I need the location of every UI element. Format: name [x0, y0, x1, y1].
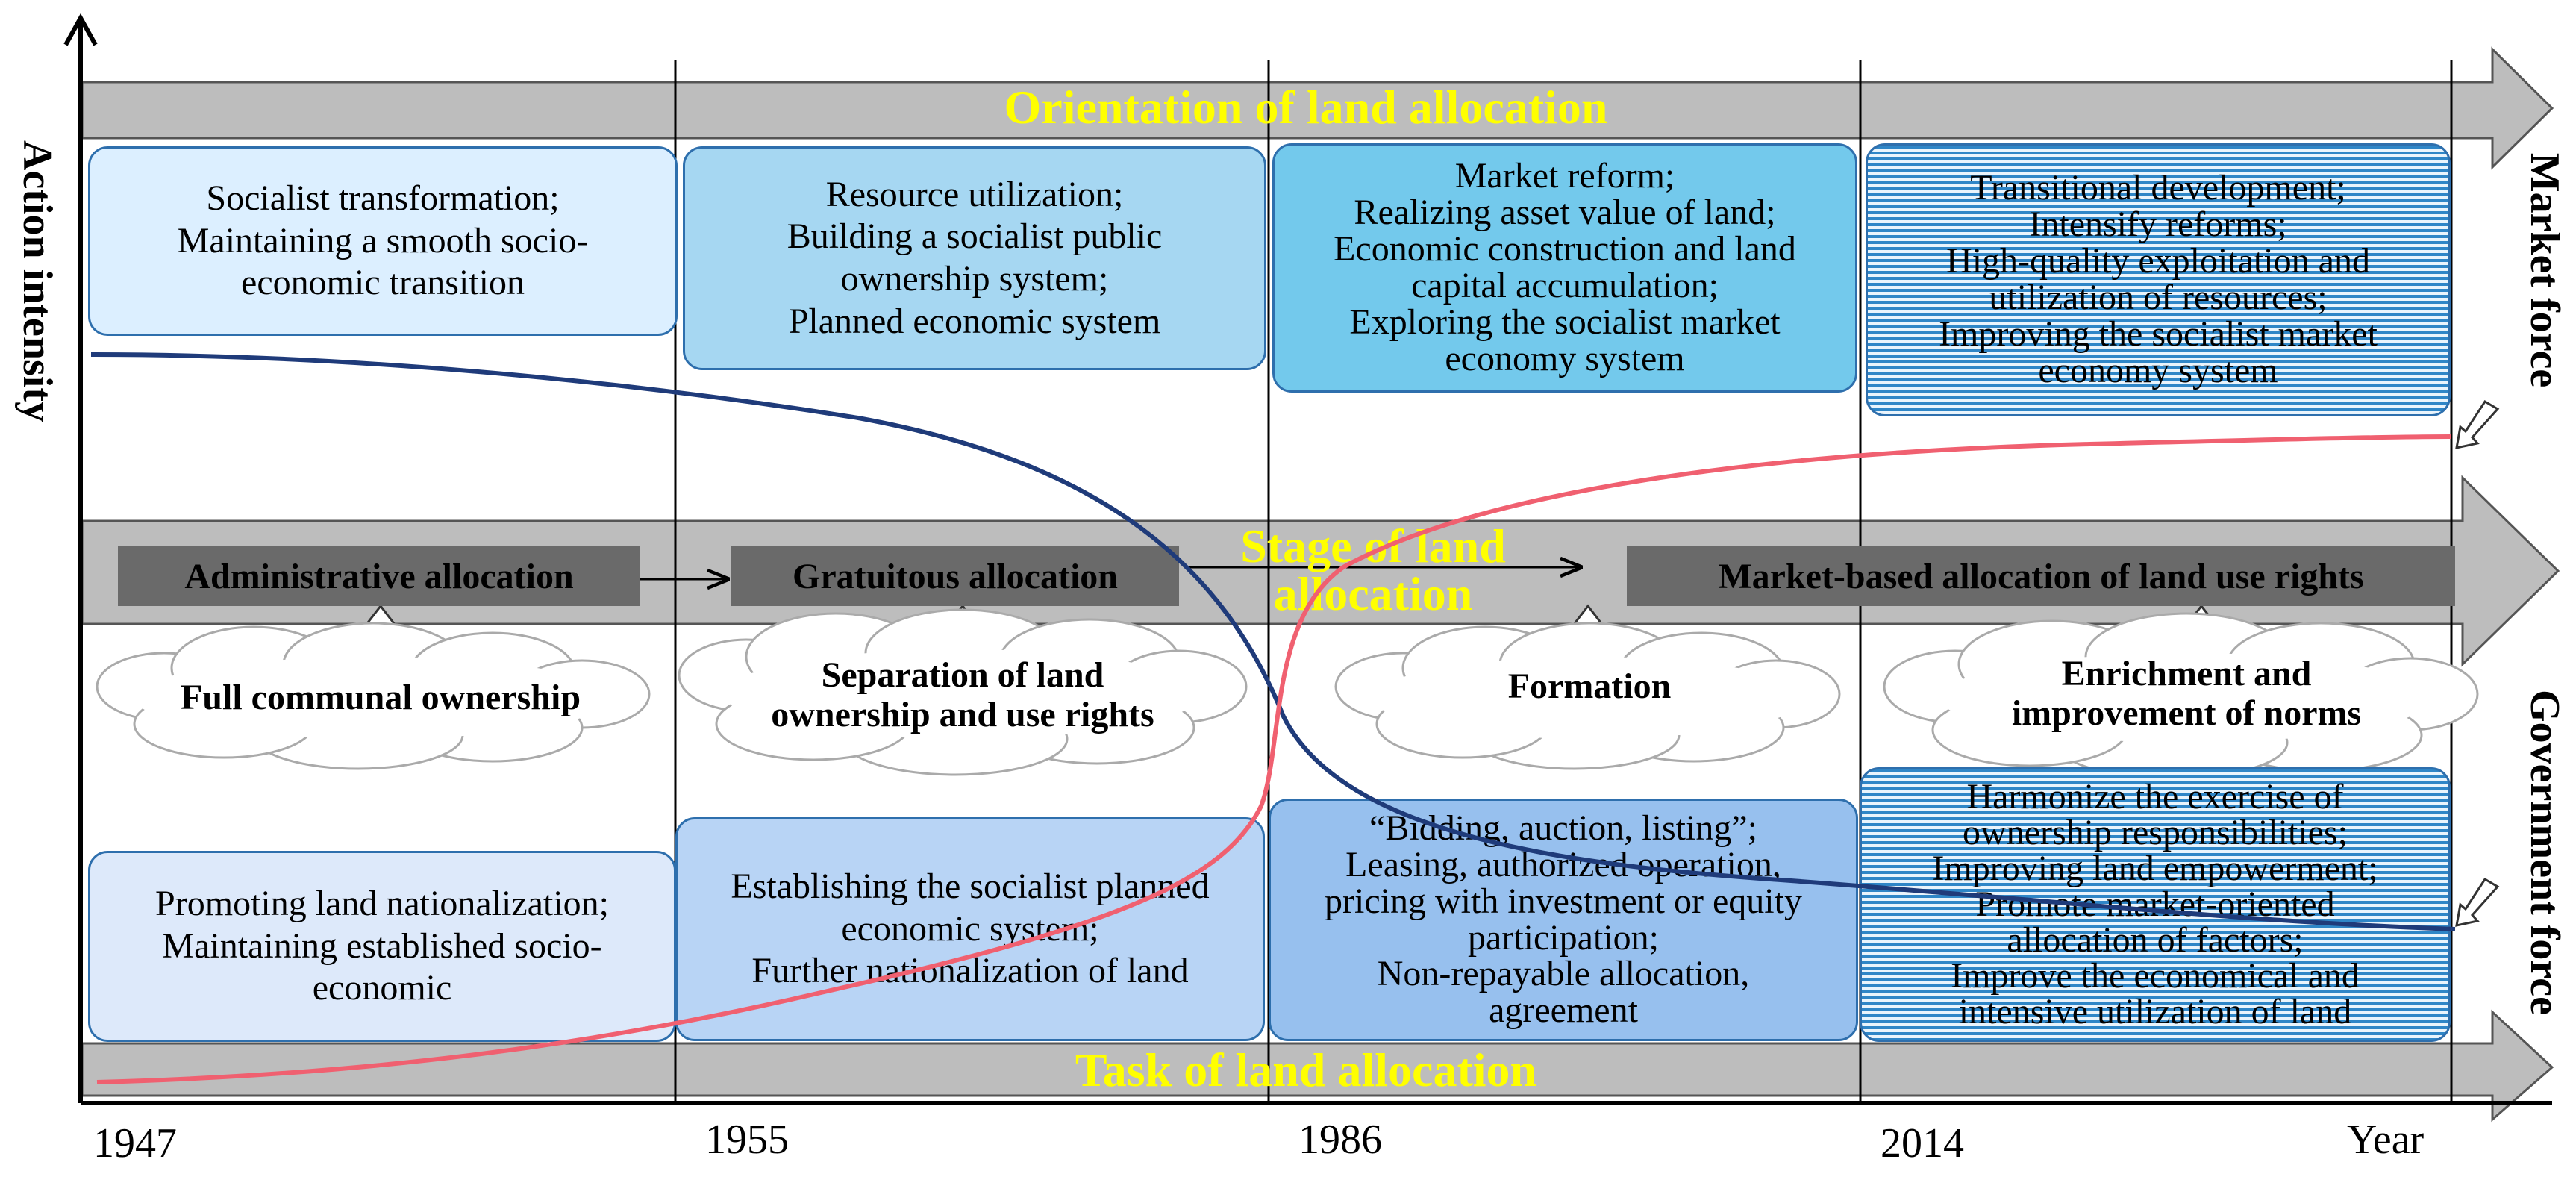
orientation-band-arrow: [81, 46, 2554, 170]
year-1947: 1947: [93, 1120, 177, 1167]
x-axis-label: Year: [2347, 1117, 2425, 1163]
text-line: Improve the economical and: [1951, 956, 2360, 996]
stage-band-label: Stage of land allocation: [1164, 522, 1582, 618]
text-line: Market reform;: [1454, 156, 1675, 196]
text-line: ownership responsibilities;: [1963, 813, 2348, 852]
text-line: Planned economic system: [788, 301, 1161, 341]
orientation-box-2014: Transitional development;Intensify refor…: [1866, 143, 2451, 416]
year-2014: 2014: [1881, 1120, 1964, 1167]
stage-market-based-allocation: Market-based allocation of land use righ…: [1627, 546, 2455, 606]
cloud-label-3: Formation: [1388, 649, 1791, 724]
market-force-label: Market force: [2522, 152, 2568, 388]
text-line: Improving the socialist market: [1939, 313, 2378, 354]
government-force-label: Government force: [2522, 690, 2568, 1015]
orientation-box-1947: Socialist transformation;Maintaining a s…: [88, 146, 678, 336]
text-line: Resource utilization;: [825, 174, 1124, 214]
text-line: intensive utilization of land: [1958, 992, 2352, 1031]
government-force-pointer-arrow: [2455, 877, 2500, 927]
text-line: ownership system;: [840, 259, 1109, 299]
text-line: economic: [312, 968, 452, 1008]
text-line: Formation: [1507, 666, 1672, 706]
text-line: allocation of factors;: [2007, 920, 2304, 960]
market-force-pointer-arrow: [2455, 399, 2500, 449]
text-line: participation;: [1468, 917, 1659, 958]
text-line: Realizing asset value of land;: [1354, 193, 1776, 233]
text-line: agreement: [1489, 990, 1638, 1031]
text-line: Separation of land: [821, 655, 1104, 696]
stage-band-label-line1: Stage of land: [1240, 519, 1506, 572]
text-line: High-quality exploitation and: [1946, 241, 2370, 281]
task-box-1986: “Bidding, auction, listing”;Leasing, aut…: [1269, 799, 1858, 1041]
task-box-1947: Promoting land nationalization;Maintaini…: [88, 851, 676, 1042]
text-line: Promoting land nationalization;: [155, 884, 609, 924]
text-line: Economic construction and land: [1334, 229, 1796, 269]
text-line: Exploring the socialist market: [1349, 302, 1781, 342]
text-line: Maintaining a smooth socio-: [177, 220, 589, 260]
text-line: Full communal ownership: [180, 677, 581, 717]
text-line: pricing with investment or equity: [1325, 881, 1802, 921]
text-line: Establishing the socialist planned: [731, 867, 1210, 907]
text-line: “Bidding, auction, listing”;: [1369, 808, 1757, 848]
text-line: ownership and use rights: [771, 695, 1154, 734]
stage-band-label-line2: allocation: [1273, 567, 1473, 620]
text-line: Further nationalization of land: [751, 951, 1189, 991]
orientation-band-label: Orientation of land allocation: [1004, 81, 1608, 134]
text-line: Building a socialist public: [787, 216, 1163, 257]
text-line: Intensify reforms;: [2029, 205, 2287, 245]
text-line: economic system;: [841, 908, 1099, 949]
text-line: economic transition: [241, 263, 525, 303]
text-line: Improving land empowerment;: [1932, 849, 2378, 888]
text-line: Leasing, authorized operation,: [1345, 844, 1781, 884]
year-1986: 1986: [1298, 1117, 1382, 1163]
task-band-label: Task of land allocation: [1075, 1043, 1537, 1096]
orientation-box-1986: Market reform;Realizing asset value of l…: [1272, 143, 1857, 393]
stage-administrative-allocation: Administrative allocation: [118, 546, 640, 606]
text-line: Enrichment and: [2061, 654, 2312, 694]
stage-gratuitous-allocation: Gratuitous allocation: [731, 546, 1179, 606]
text-line: Harmonize the exercise of: [1966, 777, 2344, 817]
y-axis-label: Action intensity: [14, 140, 60, 422]
year-1955: 1955: [705, 1117, 789, 1163]
text-line: economy system: [2038, 350, 2278, 390]
text-line: Socialist transformation;: [206, 178, 560, 219]
text-line: improvement of norms: [2011, 693, 2362, 733]
text-line: Maintaining established socio-: [162, 925, 602, 966]
text-line: Transitional development;: [1970, 168, 2346, 208]
cloud-label-1: Full communal ownership: [119, 657, 642, 739]
text-line: capital accumulation;: [1411, 266, 1719, 305]
text-line: utilization of resources;: [1989, 278, 2328, 317]
text-line: Promote market-oriented: [1975, 884, 2335, 924]
text-line: Non-repayable allocation,: [1377, 954, 1750, 994]
text-line: economy system: [1445, 338, 1685, 378]
orientation-box-1955: Resource utilization;Building a socialis…: [683, 146, 1266, 370]
